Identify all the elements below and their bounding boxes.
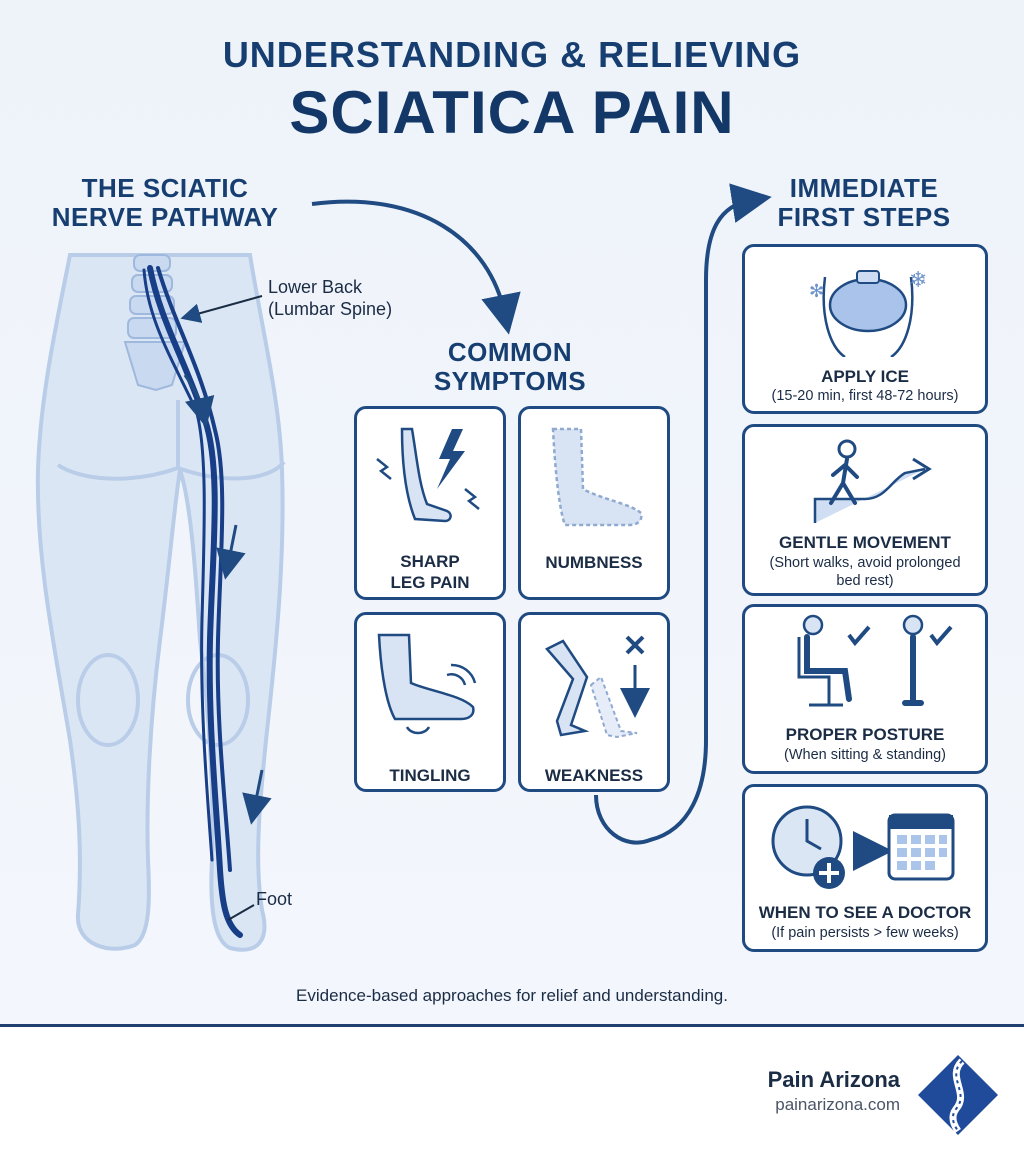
symptom-card-weakness: WEAKNESS [518,612,670,792]
sharp-pain-icon [376,427,480,523]
foot-label: Foot [256,889,293,909]
nerve-pathway-illustration [35,183,772,952]
page-title-line2: SCIATICA PAIN [289,79,735,146]
symptom-card-numbness: NUMBNESS [518,406,670,600]
svg-text:✻: ✻ [809,281,824,302]
first-steps-heading: IMMEDIATE FIRST STEPS [777,173,951,232]
footer: Pain Arizona painarizona.com [0,1024,1024,1157]
svg-text:❄: ❄ [909,268,927,293]
posture-icon [797,614,953,707]
ice-pack-icon: ✻ ❄ [809,268,927,357]
symptoms-heading: COMMON SYMPTOMS [433,337,587,396]
symptom-card-sharp-leg-pain: SHARP LEG PAIN [354,406,506,600]
pathway-heading: THE SCIATIC NERVE PATHWAY [51,173,279,232]
step-card-apply-ice: ✻ ❄ APPLY ICE (15-20 min, first 48-72 ho… [742,244,988,414]
tingling-foot-icon [377,633,477,735]
numb-foot-icon [551,427,643,527]
walking-person-icon [813,439,932,523]
lower-back-label: Lower Back (Lumbar Spine) [268,277,393,319]
brand-url: painarizona.com [775,1095,900,1114]
tagline: Evidence-based approaches for relief and… [296,986,728,1005]
step-card-see-doctor: WHEN TO SEE A DOCTOR (If pain persists >… [742,784,988,952]
weak-leg-icon [545,635,650,739]
step-card-gentle-movement: GENTLE MOVEMENT (Short walks, avoid prol… [742,424,988,596]
spine-logo-icon [918,1055,998,1135]
clock-calendar-icon [771,805,955,889]
symptom-card-tingling: TINGLING [354,612,506,792]
step-card-proper-posture: PROPER POSTURE (When sitting & standing) [742,604,988,774]
page-title-line1: UNDERSTANDING & RELIEVING [222,34,802,75]
sciatic-nerve [142,265,243,938]
brand-name: Pain Arizona [767,1067,900,1092]
